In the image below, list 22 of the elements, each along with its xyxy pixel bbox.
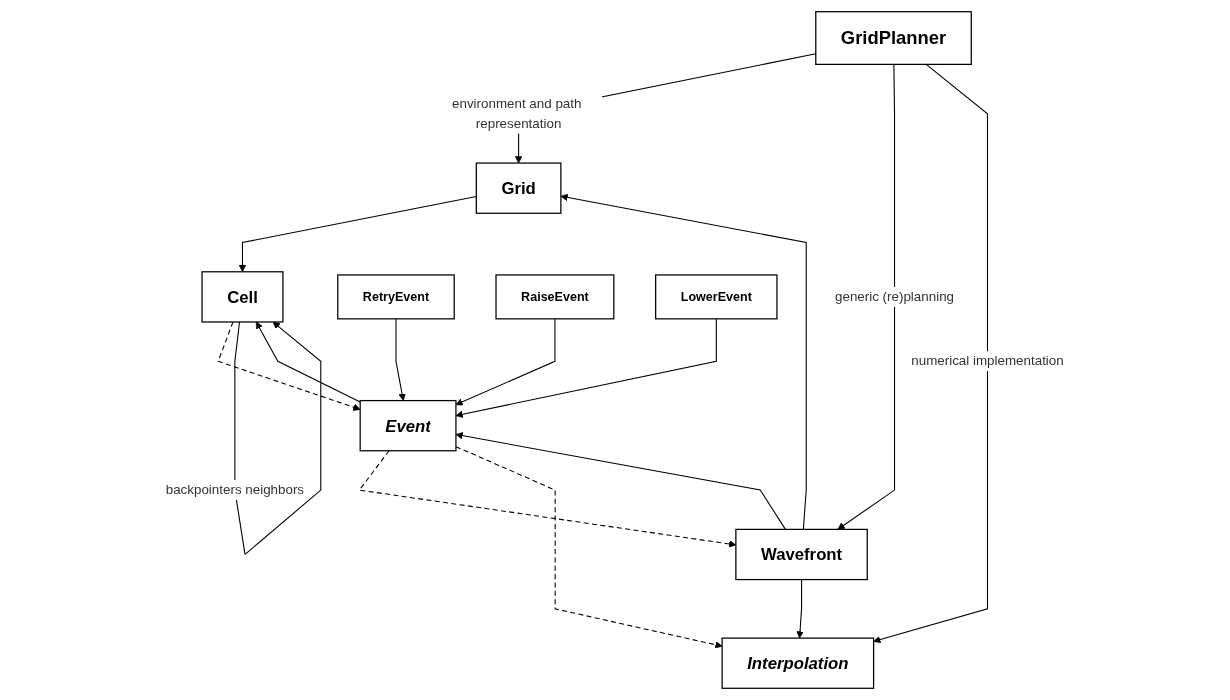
node-box: Grid xyxy=(475,162,562,214)
arrow xyxy=(837,63,896,530)
node-box: RetryEvent xyxy=(337,274,456,320)
edge-label: generic (re)planning xyxy=(835,289,955,304)
arrow xyxy=(395,318,406,401)
node-box: RaiseEvent xyxy=(495,274,615,320)
edge-label: environment and path representation xyxy=(452,96,582,131)
edge-label: backpointers neighbors xyxy=(165,482,305,497)
node-box: Cell xyxy=(201,271,284,323)
node-box: Wavefront xyxy=(735,528,869,581)
node-box: LowerEvent xyxy=(655,274,778,320)
node-box: Event xyxy=(359,399,457,452)
arrow xyxy=(873,63,989,644)
arrow xyxy=(796,579,804,639)
arrow xyxy=(256,321,361,403)
node-box: GridPlanner xyxy=(815,11,973,65)
arrow xyxy=(455,318,556,406)
node-box: Interpolation xyxy=(721,637,875,689)
arrow xyxy=(455,318,718,418)
arrow xyxy=(217,321,361,411)
edge-label: numerical implementation xyxy=(911,353,1064,368)
arrow xyxy=(358,450,737,548)
